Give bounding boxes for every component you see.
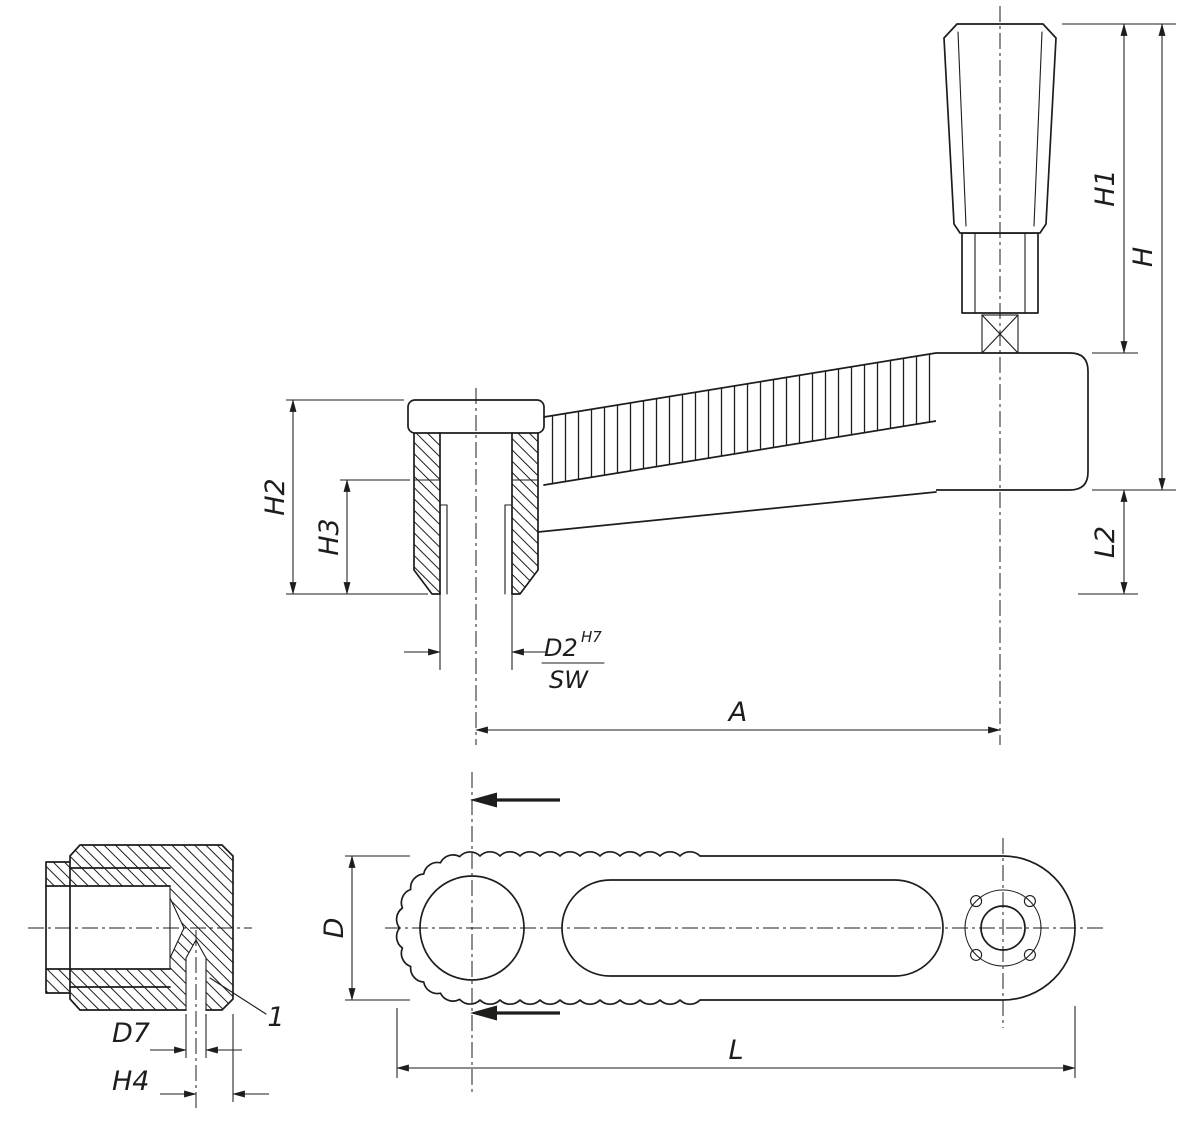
side-view: H2 H3 D2 H7 SW A H1 [260, 6, 1176, 745]
arm-plan-outline [395, 850, 1076, 1006]
dim-label-h1: H1 [1090, 169, 1121, 206]
dimension-l: L [396, 1006, 1076, 1078]
dimension-h1: H1 [1062, 23, 1176, 354]
bushing-flange [45, 861, 71, 994]
arm-plan-view: D L [319, 772, 1105, 1092]
arm-fluted-grip [544, 353, 936, 485]
section-direction-arrow-bottom [470, 1005, 560, 1021]
dimension-h2: H2 [260, 399, 428, 595]
dim-label-h3: H3 [314, 518, 345, 555]
dim-label-d: D [319, 918, 350, 939]
dimension-a: A [475, 697, 1001, 734]
dim-label-d7: D7 [112, 1018, 150, 1049]
dimension-h3: H3 [314, 479, 410, 595]
dim-label-d2-tolerance: H7 [581, 628, 602, 646]
callout-1: 1 [209, 977, 285, 1033]
dim-label-sw: SW [549, 666, 589, 694]
dim-label-l: L [728, 1035, 743, 1066]
hub-side [407, 399, 545, 595]
dim-label-d2: D2 [544, 634, 578, 662]
dim-label-h2: H2 [260, 478, 291, 515]
dim-label-h: H [1128, 247, 1159, 267]
d7-hole [186, 940, 206, 1010]
dimension-l2: L2 [1078, 489, 1138, 595]
dimension-h4: H4 [112, 1014, 269, 1102]
handle-bushing [961, 232, 1039, 314]
dimension-d2-sw: D2 H7 SW [404, 594, 605, 694]
dimension-d: D [319, 855, 410, 1001]
arm-recess-contour [561, 879, 944, 977]
dimension-h: H [1092, 23, 1176, 491]
callout-1-label: 1 [267, 1002, 284, 1033]
dimension-d7: D7 [112, 1014, 242, 1058]
arm-boss [936, 352, 1089, 491]
dim-label-a: A [727, 697, 747, 728]
section-direction-arrow-top [470, 792, 560, 808]
dim-label-l2: L2 [1090, 526, 1121, 558]
dim-label-h4: H4 [112, 1066, 149, 1097]
arm-side [537, 352, 1089, 533]
hub-section-view: 1 D7 H4 [28, 844, 285, 1112]
